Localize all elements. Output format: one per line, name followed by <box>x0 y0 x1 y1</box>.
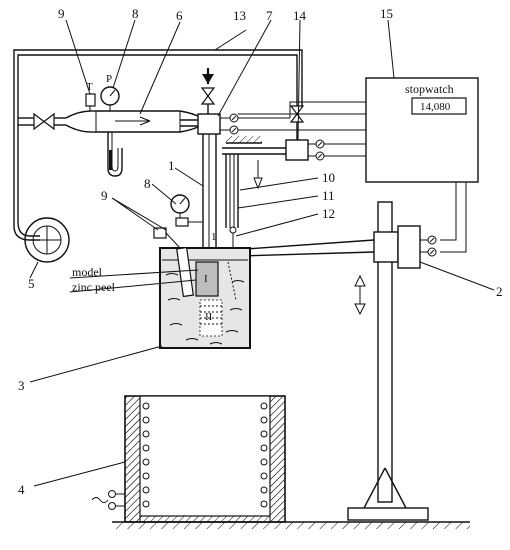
lifting-stand <box>231 201 437 521</box>
label-10: 10 <box>322 170 335 185</box>
label-11: 11 <box>322 188 335 203</box>
stopwatch-unit <box>365 77 479 183</box>
label-zinc-peel: zinc peel <box>72 280 116 294</box>
furnace <box>91 395 286 523</box>
stopwatch-reading: 14,080 <box>420 101 451 113</box>
label-1b: 1 <box>211 231 217 243</box>
central-supply-tube <box>180 68 239 250</box>
label-model: model <box>72 265 103 279</box>
stopwatch-title: stopwatch <box>405 82 454 96</box>
label-sample-I: I <box>204 273 208 285</box>
label-3: 3 <box>18 378 25 393</box>
label-12: 12 <box>322 206 335 221</box>
heating-coils-left <box>142 402 150 508</box>
circulation-pump <box>24 217 70 279</box>
label-13: 13 <box>233 8 246 23</box>
gas-loop-pipe <box>13 29 303 241</box>
label-T: T <box>86 81 93 93</box>
label-8-top: 8 <box>132 6 139 21</box>
label-1a: 1 <box>168 158 175 173</box>
label-2: 2 <box>496 284 503 299</box>
label-9-top: 9 <box>58 6 65 21</box>
label-14: 14 <box>293 8 307 23</box>
label-7: 7 <box>266 8 273 23</box>
ground-floor <box>112 521 470 529</box>
label-P: P <box>106 73 112 85</box>
control-wires <box>238 101 467 253</box>
actuator-assembly <box>222 105 325 262</box>
number-labels: 9 8 6 13 7 14 15 1 8 9 10 11 12 2 3 4 5 … <box>18 6 503 497</box>
leader-lines <box>29 19 495 487</box>
label-6: 6 <box>176 8 183 23</box>
label-9-lower: 9 <box>101 188 108 203</box>
label-8-lower: 8 <box>144 176 151 191</box>
gas-line-assembly <box>18 86 201 177</box>
label-4: 4 <box>18 482 25 497</box>
heating-coils-right <box>260 402 268 508</box>
zinc-bath <box>153 194 251 349</box>
label-15: 15 <box>380 6 393 21</box>
label-sample-II: II <box>205 311 213 323</box>
label-5: 5 <box>28 276 35 291</box>
